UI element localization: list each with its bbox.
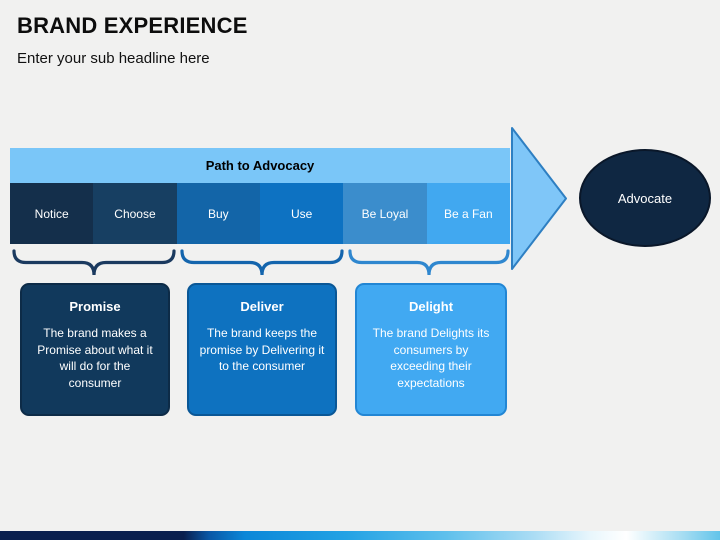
deliver-description: The brand keeps the promise by Deliverin… [199,326,325,374]
delight-description: The brand Delights its consumers by exce… [372,326,490,390]
deliver-box: Deliver The brand keeps the promise by D… [187,283,337,416]
page-subtitle: Enter your sub headline here [17,50,210,67]
stage-row: Notice Choose Buy Use Be Loyal Be a Fan [10,183,510,244]
stage-use: Use [259,183,344,244]
brace-promise-icon [12,249,176,276]
stage-notice: Notice [10,183,94,244]
path-to-advocacy-band: Path to Advocacy [10,148,510,183]
stage-buy: Buy [176,183,260,244]
footer-gradient-bar [0,531,720,540]
brace-deliver-icon [180,249,344,276]
advocate-ellipse: Advocate [579,149,711,247]
deliver-title: Deliver [240,299,284,314]
stage-be-loyal: Be Loyal [343,183,427,244]
delight-box: Delight The brand Delights its consumers… [355,283,507,416]
delight-title: Delight [408,299,454,314]
promise-box: Promise The brand makes a Promise about … [20,283,170,416]
brace-delight-icon [348,249,510,276]
arrow-right-icon [511,127,567,270]
page-title: BRAND EXPERIENCE [17,13,248,38]
promise-title: Promise [69,299,121,314]
stage-be-a-fan: Be a Fan [426,183,510,244]
stage-choose: Choose [93,183,177,244]
promise-description: The brand makes a Promise about what it … [37,326,153,390]
